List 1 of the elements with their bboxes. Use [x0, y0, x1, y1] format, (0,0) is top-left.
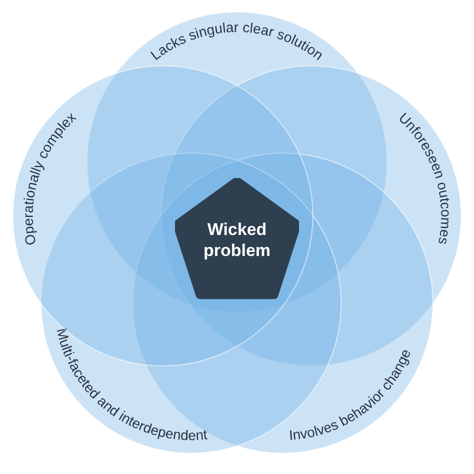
center-label: Wicked problem [202, 219, 272, 261]
